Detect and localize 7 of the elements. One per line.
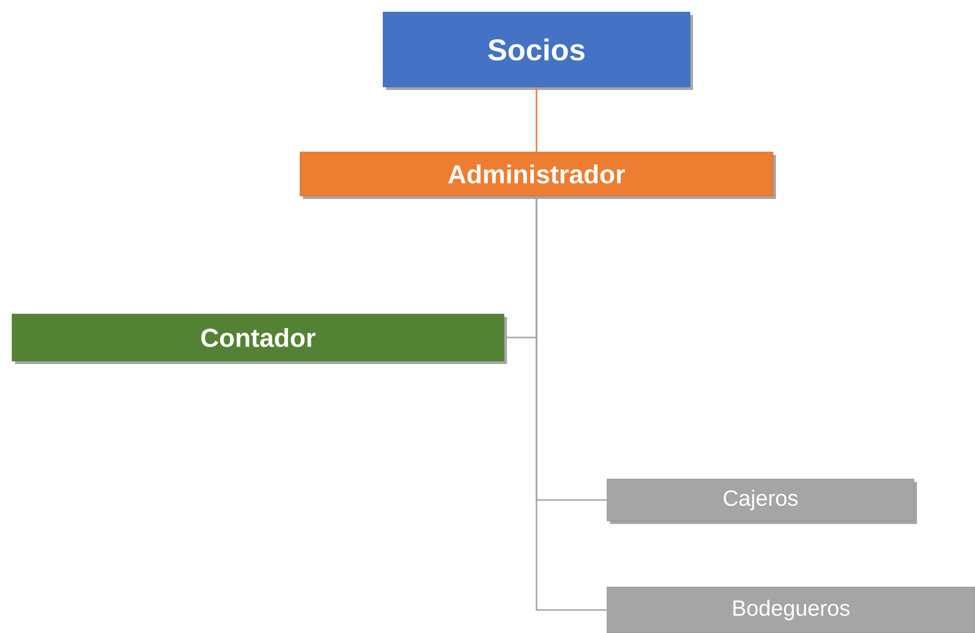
connector-line <box>536 87 538 152</box>
role-box: Cajeros <box>606 478 917 524</box>
title-box: Socios <box>382 12 693 90</box>
role-box: Administrador <box>300 152 776 199</box>
connector-line <box>536 196 607 611</box>
role-box: Bodegueros <box>606 586 975 633</box>
role-box: Contador <box>12 314 507 364</box>
